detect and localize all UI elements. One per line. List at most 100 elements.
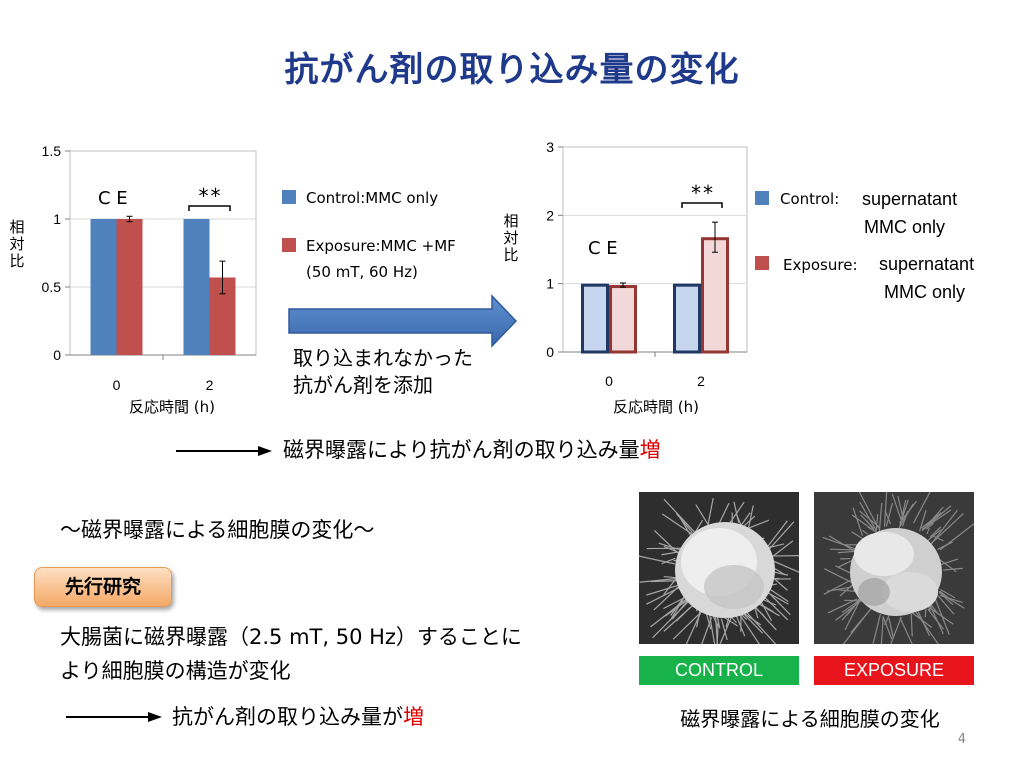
x-axis-label: 反応時間 (h) — [129, 398, 215, 416]
y-tick-label: 0 — [53, 347, 61, 363]
x-axis-label: 反応時間 (h) — [613, 398, 699, 416]
y-tick-label: 2 — [546, 207, 554, 223]
legend-control-swatch — [282, 190, 296, 204]
y-tick-label: 0.5 — [42, 279, 62, 295]
conclusion-1-text: 磁界曝露により抗がん剤の取り込み量 — [283, 438, 640, 462]
conclusion-2: 抗がん剤の取り込み量が増 — [172, 700, 424, 734]
significance-label: ** — [690, 181, 714, 205]
exposure-cell-photo — [814, 492, 974, 644]
cell-fiber — [841, 599, 861, 613]
cell-fiber — [939, 522, 974, 551]
cell-fiber — [890, 616, 902, 644]
legend2-control-prefix: Control: — [780, 190, 839, 208]
cell-fiber — [827, 598, 858, 614]
cell-fiber — [768, 554, 799, 557]
bar — [183, 219, 210, 355]
cell-fiber — [930, 513, 964, 545]
cell-fiber — [913, 492, 931, 524]
y-axis-label: 比 — [9, 252, 24, 270]
arrow-caption-line2: 抗がん剤を添加 — [293, 373, 433, 397]
cell-fiber — [940, 588, 956, 599]
cell-fiber — [924, 608, 927, 618]
arrow-caption-line1: 取り込まれなかった — [293, 346, 473, 370]
cell-fiber — [701, 617, 713, 644]
significance-label: ** — [197, 184, 221, 208]
cell-fiber — [639, 577, 682, 583]
cell-fiber — [665, 598, 690, 617]
cell-fiber — [829, 535, 854, 552]
cell-fiber — [735, 613, 746, 637]
cell-fiber — [926, 529, 942, 542]
cell-fiber — [639, 555, 675, 565]
cell-fiber — [883, 492, 888, 527]
cell-fiber — [652, 600, 690, 639]
block-arrow-icon — [288, 294, 518, 348]
cell-fiber — [727, 501, 745, 527]
legend2-control-swatch — [755, 191, 769, 205]
bar — [673, 283, 701, 354]
cell-fiber — [739, 512, 751, 527]
section-heading: ～磁界曝露による細胞膜の変化～ — [60, 518, 375, 542]
cell-fiber — [862, 529, 869, 535]
cell-fiber — [723, 616, 738, 627]
cell-fiber — [933, 595, 950, 635]
cell-fiber — [939, 559, 957, 573]
exposure-cell-image — [814, 492, 974, 644]
y-axis-label: 比 — [503, 246, 518, 264]
cell-fiber — [884, 510, 892, 525]
conclusion-1: 磁界曝露により抗がん剤の取り込み量増 — [283, 433, 661, 467]
cell-fiber — [823, 568, 853, 584]
cell-fiber — [938, 591, 954, 606]
legend-exposure-swatch — [282, 238, 296, 252]
bar — [581, 283, 609, 354]
prior-research-badge: 先行研究 — [34, 567, 172, 607]
y-axis-label: 相 — [503, 212, 518, 230]
cell-fiber — [675, 606, 691, 622]
y-axis-label: 対 — [503, 229, 518, 247]
legend2-exposure-swatch — [755, 256, 769, 270]
conclusion-2-text: 抗がん剤の取り込み量が — [172, 705, 403, 729]
arrow-caption: 取り込まれなかった 抗がん剤を添加 — [293, 345, 473, 399]
y-tick-label: 1 — [53, 211, 61, 227]
cell-fiber — [823, 579, 851, 595]
cell-fiber — [866, 520, 875, 531]
cell-fiber — [858, 492, 880, 529]
cell-fiber — [748, 519, 770, 529]
cell-fiber — [717, 502, 730, 527]
cell-fiber — [694, 519, 704, 533]
prior-line-2: より細胞膜の構造が変化 — [60, 659, 291, 683]
cell-fiber — [661, 513, 698, 539]
control-photo-label: CONTROL — [639, 656, 799, 685]
cell-fiber — [914, 611, 939, 644]
legend-exposure-label: Exposure:MMC +MF — [306, 237, 456, 255]
cell-fiber — [899, 617, 913, 644]
arrow-head-1-icon — [258, 446, 272, 456]
cell-fiber — [735, 609, 760, 644]
cell-fiber — [661, 557, 676, 565]
conclusion-1-emph: 増 — [639, 438, 661, 462]
cell-fiber — [716, 619, 719, 644]
significance-bracket — [188, 205, 231, 211]
legend-control-label: Control:MMC only — [306, 189, 438, 207]
cell-fiber — [844, 600, 861, 631]
cell-fiber — [672, 612, 701, 640]
control-cell-photo — [639, 492, 799, 644]
cell-fiber — [921, 514, 939, 529]
y-tick-label: 1.5 — [42, 143, 62, 159]
y-tick-label: 1 — [546, 276, 554, 292]
y-tick-label: 3 — [546, 139, 554, 155]
exposure-photo-label: EXPOSURE — [814, 656, 974, 685]
cell-fiber — [675, 513, 693, 534]
legend2-control-line2: MMC only — [864, 217, 945, 237]
y-tick-label: 0 — [546, 344, 554, 360]
cell-fiber — [653, 584, 682, 611]
prior-research-text: 大腸菌に磁界曝露（2.5 mT, 50 Hz）することに より細胞膜の構造が変化 — [60, 620, 522, 688]
cell-fiber — [925, 522, 934, 530]
cell-fiber — [663, 596, 686, 610]
cell-fiber — [872, 614, 881, 644]
cell-fiber — [859, 501, 877, 531]
cell-fiber — [927, 608, 944, 630]
cell-fiber — [646, 584, 680, 596]
